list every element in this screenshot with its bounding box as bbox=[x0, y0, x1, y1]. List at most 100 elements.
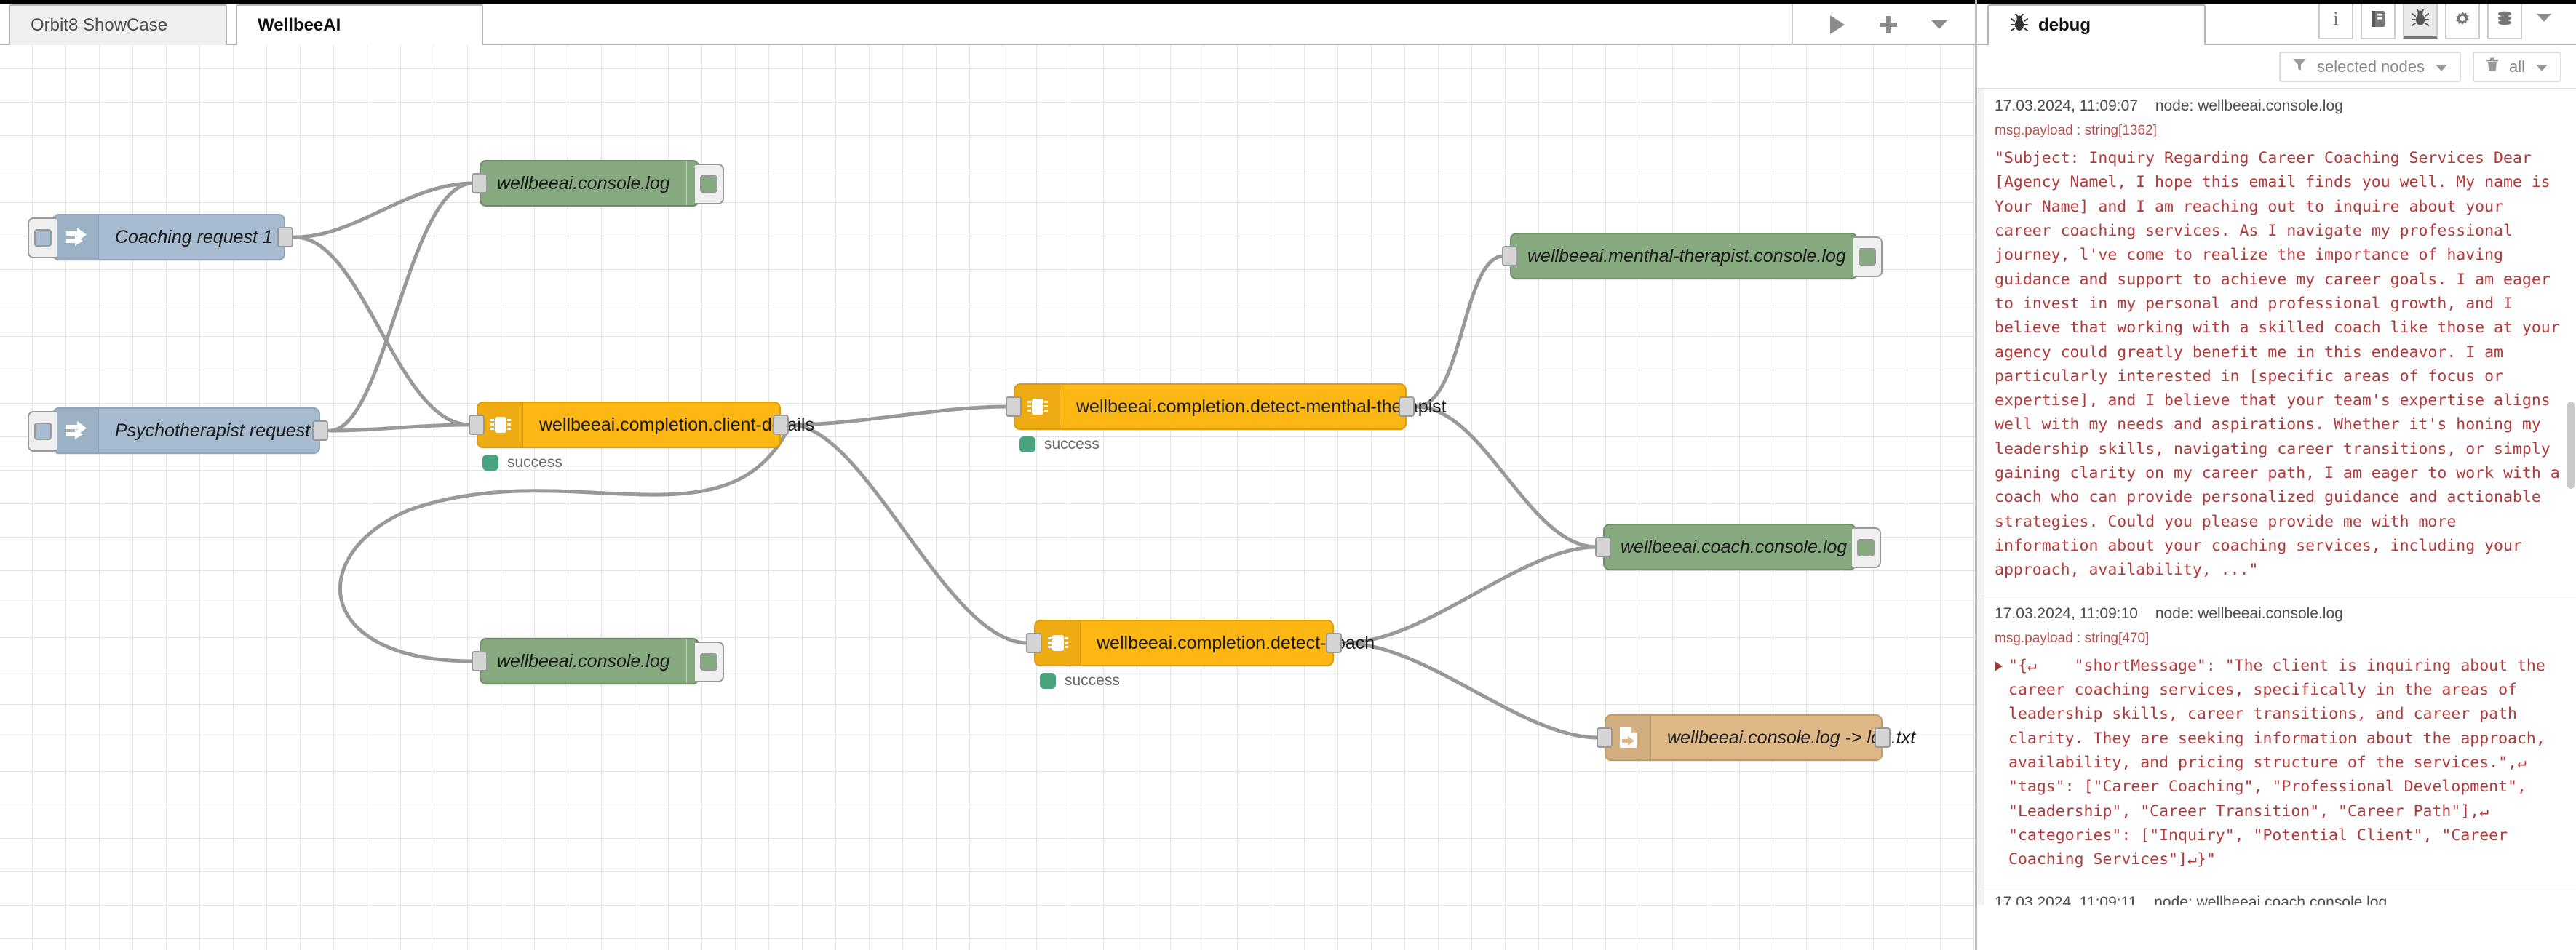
chevron-down-icon[interactable] bbox=[1930, 18, 1949, 31]
debug-toggle-button[interactable] bbox=[695, 164, 724, 204]
node-label: Coaching request 1 bbox=[115, 226, 273, 247]
node-output-port[interactable] bbox=[1875, 727, 1891, 748]
debug-timestamp: 17.03.2024, 11:09:11 bbox=[1995, 894, 2137, 905]
node-inject-coaching-request-1[interactable]: Coaching request 1 bbox=[28, 214, 293, 260]
inject-arrow-icon bbox=[54, 215, 99, 259]
node-input-port[interactable] bbox=[1595, 537, 1611, 557]
plus-icon[interactable] bbox=[1877, 14, 1899, 36]
debug-payload-body: "{↵ "shortMessage": "The client is inqui… bbox=[2008, 656, 2564, 869]
debug-payload-type: msg.payload : string[470] bbox=[1995, 630, 2150, 646]
node-status-badge: success bbox=[482, 454, 562, 471]
function-chip-icon bbox=[478, 403, 523, 447]
debug-tab-icon[interactable] bbox=[2403, 0, 2438, 39]
node-label: wellbeeai.completion.detect-menthal-ther… bbox=[1076, 396, 1447, 417]
debug-message[interactable]: 17.03.2024, 11:09:10 node: wellbeeai.con… bbox=[1977, 596, 2576, 886]
flow-tab-label: Orbit8 ShowCase bbox=[31, 15, 168, 35]
debug-message[interactable]: 17.03.2024, 11:09:07 node: wellbeeai.con… bbox=[1977, 89, 2576, 596]
node-debug-coach-console-log[interactable]: wellbeeai.coach.console.log bbox=[1595, 524, 1893, 570]
node-label: wellbeeai.console.log bbox=[497, 650, 670, 671]
flow-tab-label: WellbeeAI bbox=[258, 15, 341, 35]
chevron-down-icon bbox=[2435, 57, 2448, 76]
sidebar-tab-icons: i bbox=[2318, 0, 2576, 44]
trash-icon bbox=[2486, 57, 2499, 76]
sidebar-tab-label: debug bbox=[2038, 15, 2091, 35]
debug-message-header: 17.03.2024, 11:09:11 node: wellbeeai.coa… bbox=[1995, 894, 2563, 905]
sidebar-menu-chevron-down-icon[interactable] bbox=[2529, 12, 2563, 27]
debug-clear-label: all bbox=[2508, 57, 2525, 76]
node-input-port[interactable] bbox=[1502, 246, 1518, 266]
debug-toggle-button[interactable] bbox=[1852, 527, 1881, 568]
node-label: Psychotherapist request 2 bbox=[115, 420, 326, 441]
sidebar-scrollbar[interactable] bbox=[2567, 402, 2575, 489]
debug-toggle-button[interactable] bbox=[695, 642, 724, 682]
node-debug-wellbeeai-console-log-1[interactable]: wellbeeai.console.log bbox=[472, 160, 724, 207]
debug-filter-button[interactable]: selected nodes bbox=[2278, 51, 2461, 82]
node-input-port[interactable] bbox=[469, 415, 485, 435]
node-output-port[interactable] bbox=[277, 227, 293, 247]
flow-tab-wellbeeai[interactable]: WellbeeAI bbox=[236, 4, 483, 45]
chevron-down-icon bbox=[2535, 57, 2548, 76]
inject-trigger-button[interactable] bbox=[28, 217, 57, 258]
node-status-badge: success bbox=[1040, 672, 1120, 690]
node-output-port[interactable] bbox=[1326, 633, 1342, 653]
debug-source-node: node: wellbeeai.console.log bbox=[2155, 97, 2343, 114]
node-label: wellbeeai.menthal-therapist.console.log bbox=[1527, 245, 1846, 266]
node-label: wellbeeai.completion.client-details bbox=[539, 414, 814, 435]
node-function-client-details[interactable]: wellbeeai.completion.client-details succ… bbox=[469, 402, 814, 471]
debug-source-node: node: wellbeeai.console.log bbox=[2155, 604, 2343, 622]
node-debug-menthal-therapist-console-log[interactable]: wellbeeai.menthal-therapist.console.log bbox=[1502, 233, 1893, 279]
play-icon[interactable] bbox=[1828, 14, 1847, 36]
flow-editor-pane: Orbit8 ShowCase WellbeeAI bbox=[0, 0, 1975, 950]
debug-clear-button[interactable]: all bbox=[2472, 51, 2561, 82]
node-output-port[interactable] bbox=[1399, 396, 1415, 417]
debug-message-list[interactable]: 17.03.2024, 11:09:07 node: wellbeeai.con… bbox=[1977, 89, 2576, 905]
sidebar-tab-debug[interactable]: debug bbox=[1987, 4, 2206, 45]
node-inject-psychotherapist-request-2[interactable]: Psychotherapist request 2 bbox=[28, 407, 328, 454]
debug-source-node: node: wellbeeai.coach.console.log bbox=[2154, 894, 2388, 905]
context-tab-icon[interactable] bbox=[2487, 0, 2522, 39]
debug-payload-row: "{↵ "shortMessage": "The client is inqui… bbox=[1995, 654, 2563, 872]
node-input-port[interactable] bbox=[472, 651, 488, 671]
node-input-port[interactable] bbox=[1006, 396, 1022, 417]
debug-toggle-button[interactable] bbox=[1853, 236, 1883, 277]
node-label: wellbeeai.console.log -> log.txt bbox=[1667, 727, 1916, 748]
node-label: wellbeeai.console.log bbox=[497, 172, 670, 193]
node-function-detect-coach[interactable]: wellbeeai.completion.detect-coach succes… bbox=[1026, 620, 1375, 689]
node-status-badge: success bbox=[1019, 436, 1100, 453]
sidebar-tab-bar: debug i bbox=[1977, 0, 2576, 45]
node-function-detect-menthal-therapist[interactable]: wellbeeai.completion.detect-menthal-ther… bbox=[1006, 383, 1447, 452]
status-label: success bbox=[507, 454, 562, 471]
status-label: success bbox=[1044, 436, 1100, 452]
debug-timestamp: 17.03.2024, 11:09:07 bbox=[1995, 97, 2138, 114]
debug-filter-label: selected nodes bbox=[2316, 57, 2425, 76]
sidebar-pane: debug i bbox=[1975, 0, 2576, 950]
debug-message-header: 17.03.2024, 11:09:07 node: wellbeeai.con… bbox=[1995, 97, 2563, 115]
expand-triangle-icon[interactable] bbox=[1995, 660, 2003, 671]
filter-icon bbox=[2292, 57, 2307, 76]
config-tab-icon[interactable] bbox=[2445, 0, 2480, 39]
node-label: wellbeeai.completion.detect-coach bbox=[1097, 632, 1375, 653]
flow-wires bbox=[293, 181, 1600, 740]
inject-trigger-button[interactable] bbox=[28, 411, 57, 452]
inject-arrow-icon bbox=[54, 409, 99, 452]
node-output-port[interactable] bbox=[312, 420, 328, 441]
status-dot-icon bbox=[482, 455, 498, 471]
debug-timestamp: 17.03.2024, 11:09:10 bbox=[1995, 604, 2138, 622]
info-tab-icon[interactable]: i bbox=[2318, 0, 2353, 39]
status-dot-icon bbox=[1019, 436, 1035, 452]
node-input-port[interactable] bbox=[472, 173, 488, 193]
node-output-port[interactable] bbox=[773, 415, 789, 435]
debug-payload-type: msg.payload : string[1362] bbox=[1995, 123, 2157, 138]
debug-message[interactable]: 17.03.2024, 11:09:11 node: wellbeeai.coa… bbox=[1977, 885, 2576, 905]
bug-icon bbox=[2011, 12, 2028, 38]
node-debug-wellbeeai-console-log-2[interactable]: wellbeeai.console.log bbox=[472, 638, 724, 684]
flow-tab-orbit8-showcase[interactable]: Orbit8 ShowCase bbox=[9, 4, 227, 45]
flow-tab-bar: Orbit8 ShowCase WellbeeAI bbox=[0, 0, 1975, 45]
status-label: success bbox=[1065, 672, 1120, 689]
node-file-write-log-txt[interactable]: wellbeeai.console.log -> log.txt bbox=[1597, 714, 1915, 761]
help-tab-icon[interactable] bbox=[2361, 0, 2396, 39]
node-input-port[interactable] bbox=[1597, 727, 1613, 748]
node-input-port[interactable] bbox=[1026, 633, 1042, 653]
flow-canvas[interactable]: Coaching request 1 Psychotherapist reque… bbox=[0, 45, 1975, 950]
